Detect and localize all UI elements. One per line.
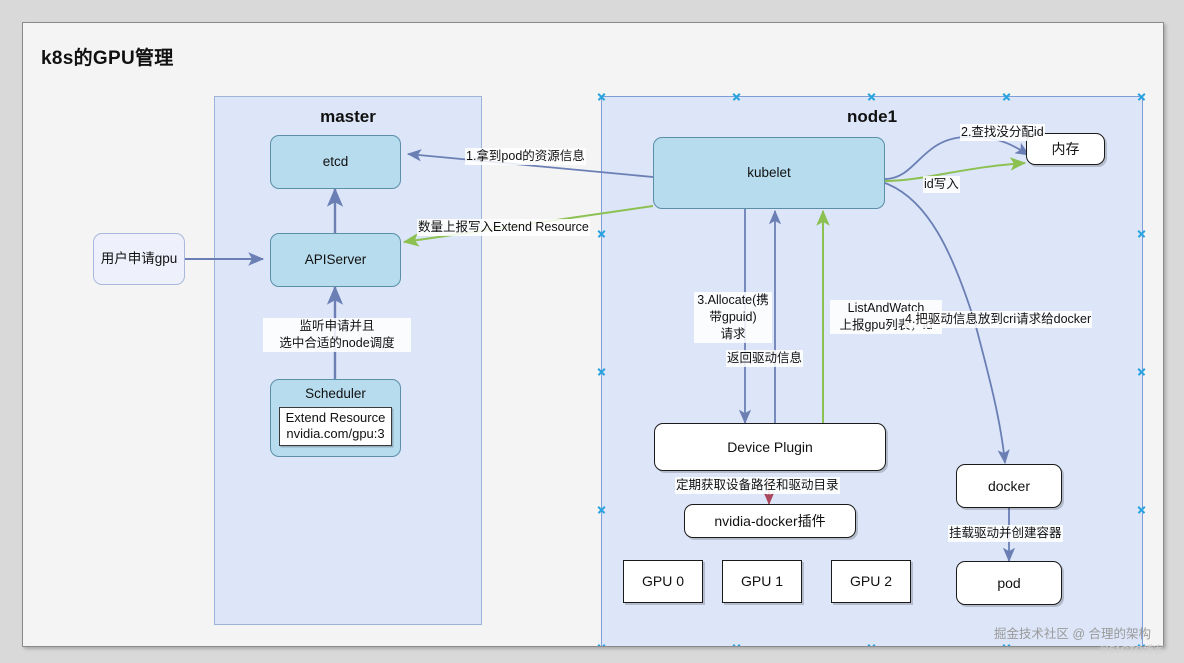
edge-label-mount-driver: 挂载驱动并创建容器 [948,525,1063,542]
selection-handle-s-left[interactable] [732,643,741,646]
node-gpu-0-label: GPU 0 [641,573,684,590]
node-gpu-1[interactable]: GPU 1 [722,560,802,603]
edge-label-kubelet-to-apiserver: 数量上报写入Extend Resource [417,219,590,236]
node-pod-label: pod [997,574,1021,591]
selection-handle-sw[interactable] [597,643,606,646]
node-apiserver-label: APIServer [304,251,367,267]
node-docker[interactable]: docker [956,464,1062,508]
group-node1-label: node1 [846,107,898,126]
selection-handle-e[interactable] [1137,367,1146,376]
edge-label-cri-to-docker: 4.把驱动信息放到cri请求给docker [904,311,1093,328]
selection-handle-e-lower[interactable] [1137,505,1146,514]
node-apiserver[interactable]: APIServer [270,233,401,287]
edge-label-find-unallocated-id: 2.查找没分配id [960,124,1045,141]
selection-handle-e-upper[interactable] [1137,229,1146,238]
edge-label-return-driver-info: 返回驱动信息 [726,350,804,367]
node-scheduler-label: Scheduler [305,386,366,401]
selection-handle-n-left[interactable] [732,92,741,101]
edge-label-allocate: 3.Allocate(携 带gpuid) 请求 [694,292,772,343]
node-gpu-1-label: GPU 1 [740,573,783,590]
node-pod[interactable]: pod [956,561,1062,605]
node-device-plugin-label: Device Plugin [727,438,813,455]
extend-resource-line-2: nvidia.com/gpu:3 [286,426,385,442]
scheduler-label-line-2: 选中合适的node调度 [279,335,395,350]
selection-handle-w-lower[interactable] [597,505,606,514]
connector-layer [185,135,1030,563]
selection-handle-n[interactable] [867,92,876,101]
node-kubelet[interactable]: kubelet [653,137,885,209]
node-scheduler[interactable]: Scheduler Extend Resource nvidia.com/gpu… [270,379,401,457]
node-nvidia-docker-plugin[interactable]: nvidia-docker插件 [684,504,856,538]
allocate-line-2: 带gpuid) [709,309,757,324]
edge-label-scheduler-to-apiserver: 监听申请并且 选中合适的node调度 [263,318,411,352]
edge-label-periodic-fetch: 定期获取设备路径和驱动目录 [675,477,840,494]
selection-handle-s-right[interactable] [1002,643,1011,646]
watermark-secondary: @51CTO博客 [1098,644,1164,656]
node-etcd-label: etcd [322,153,349,169]
group-master[interactable]: master [214,96,482,625]
node-etcd[interactable]: etcd [270,135,401,189]
node-gpu-0[interactable]: GPU 0 [623,560,703,603]
edge-label-id-write: id写入 [923,176,960,193]
selection-handle-n-right[interactable] [1002,92,1011,101]
node-device-plugin[interactable]: Device Plugin [654,423,886,471]
node-docker-label: docker [987,477,1031,494]
node-memory-label: 内存 [1051,140,1080,157]
node-user-request-gpu[interactable]: 用户申请gpu [93,233,185,285]
page-title: k8s的GPU管理 [41,48,174,69]
selection-handle-w-upper[interactable] [597,229,606,238]
extend-resource-line-1: Extend Resource [285,410,386,426]
allocate-line-3: 请求 [720,326,746,341]
node-kubelet-label: kubelet [747,164,791,180]
selection-handle-w[interactable] [597,367,606,376]
node-nvidia-docker-plugin-label: nvidia-docker插件 [714,512,826,529]
node-gpu-2[interactable]: GPU 2 [831,560,911,603]
node-user-request-gpu-label: 用户申请gpu [100,250,178,266]
diagram-canvas[interactable]: k8s的GPU管理 master node1 [22,22,1164,647]
edge-label-kubelet-to-etcd: 1.拿到pod的资源信息 [465,148,586,165]
scheduler-extend-resource-box: Extend Resource nvidia.com/gpu:3 [278,407,393,446]
scheduler-label-line-1: 监听申请并且 [299,319,375,333]
selection-handle-nw[interactable] [597,92,606,101]
selection-handle-ne[interactable] [1137,92,1146,101]
allocate-line-1: 3.Allocate(携 [697,293,769,307]
group-master-label: master [320,107,376,126]
watermark: 掘金技术社区 @ 合理的架构 [993,627,1151,641]
node-gpu-2-label: GPU 2 [849,573,892,590]
selection-handle-s[interactable] [867,643,876,646]
